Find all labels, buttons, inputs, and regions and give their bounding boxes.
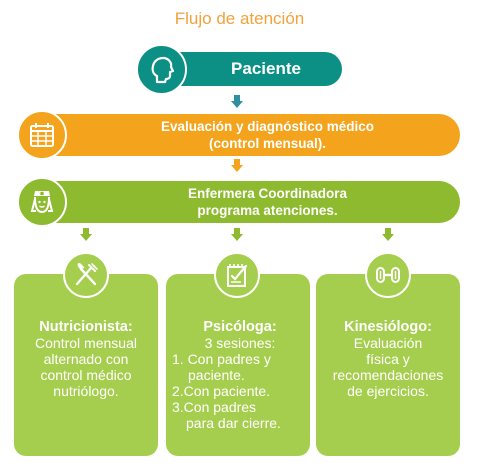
card-nutricionista <box>14 274 158 456</box>
card-psicologa <box>166 274 310 456</box>
enfermera-text: Enfermera Coordinadora programa atencion… <box>80 185 455 219</box>
card-line: para dar cierre. <box>186 415 281 431</box>
diagram-title: Flujo de atención <box>174 9 305 28</box>
evaluacion-line2: (control mensual). <box>208 136 326 151</box>
card-kinesiologo-text: Kinesiólogo: Evaluación física y recomen… <box>318 319 458 399</box>
arrow-to-kinesiologo <box>382 228 394 242</box>
card-nutricionista-text: Nutricionista: Control mensual alternado… <box>17 319 155 399</box>
dumbbell-icon <box>365 252 411 298</box>
enfermera-line1: Enfermera Coordinadora <box>187 186 348 201</box>
card-line: control médico <box>40 367 132 383</box>
card-line: 2.Con paciente. <box>172 383 271 399</box>
card-line: nutriólogo. <box>53 383 119 399</box>
evaluacion-text: Evaluación y diagnóstico médico (control… <box>80 118 455 152</box>
card-line: Evaluación <box>353 335 423 351</box>
card-line: física y <box>366 351 410 367</box>
evaluacion-line1: Evaluación y diagnóstico médico <box>160 119 375 134</box>
card-line: de ejercicios. <box>347 383 429 399</box>
card-line: 1. Con padres y <box>172 351 271 367</box>
card-line: recomendaciones <box>332 367 444 383</box>
arrow-evaluacion-to-enfermera <box>231 159 243 173</box>
patient-head-icon <box>136 44 187 95</box>
nurse-icon <box>17 177 67 227</box>
card-nutricionista-title: Nutricionista: <box>39 319 133 335</box>
card-line: paciente. <box>188 367 245 383</box>
card-kinesiologo <box>316 274 460 456</box>
card-line: alternado con <box>43 351 129 367</box>
card-line: Control mensual <box>35 335 137 351</box>
arrow-paciente-to-evaluacion <box>231 95 243 109</box>
card-kinesiologo-title: Kinesiólogo: <box>344 319 432 335</box>
arrow-to-psicologa <box>231 228 243 242</box>
enfermera-bar <box>20 181 460 223</box>
card-psicologa-subtitle: 3 sesiones: <box>204 335 276 351</box>
fork-knife-icon <box>63 252 109 298</box>
card-line: 3.Con padres <box>172 399 257 415</box>
card-psicologa-text: Psicóloga: 3 sesiones: 1. Con padres y p… <box>168 319 312 431</box>
paciente-label: Paciente <box>231 59 301 78</box>
calendar-icon <box>17 110 67 160</box>
card-psicologa-title: Psicóloga: <box>203 319 277 335</box>
arrow-to-nutricionista <box>80 228 92 242</box>
notepad-check-icon <box>214 252 260 298</box>
evaluacion-bar <box>20 114 460 156</box>
enfermera-line2: programa atenciones. <box>197 203 338 218</box>
